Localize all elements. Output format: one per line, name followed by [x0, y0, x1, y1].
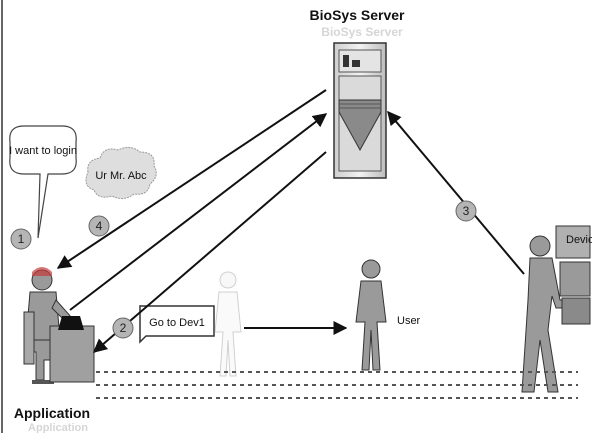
- desk-icon: [50, 316, 94, 382]
- application-label: Application: [14, 405, 90, 421]
- arrow-application-to-server: [70, 114, 326, 310]
- arrows: [58, 90, 524, 352]
- arrow-device-to-server: [388, 112, 524, 274]
- server-tower-icon: [334, 43, 386, 178]
- step-badge-3-text: 3: [463, 204, 470, 218]
- ghost-user-icon: [215, 272, 241, 376]
- step-badge-3: 3: [456, 201, 476, 221]
- login-bubble-text: I want to login: [9, 145, 77, 157]
- step-badge-1-text: 1: [18, 232, 25, 246]
- step-badge-1: 1: [11, 229, 31, 249]
- server-title-reflection: BioSys Server: [321, 25, 403, 39]
- device-group: Device: [522, 226, 592, 392]
- user-person-icon: [356, 260, 386, 370]
- application-label-reflection: Application: [28, 422, 88, 433]
- server-title: BioSys Server: [310, 7, 405, 23]
- step-badge-2: 2: [113, 318, 133, 338]
- device-label: Device: [566, 234, 592, 246]
- identity-bubble-text: Ur Mr. Abc: [95, 170, 147, 182]
- user-label: User: [397, 315, 421, 327]
- identity-cloud-bubble: Ur Mr. Abc: [86, 147, 156, 198]
- step-badge-2-text: 2: [120, 321, 127, 335]
- user-group: User: [356, 260, 421, 370]
- step-badge-4: 4: [89, 216, 109, 236]
- application-group: Application Application: [14, 267, 94, 433]
- instruction-box-text: Go to Dev1: [149, 317, 205, 329]
- instruction-box: Go to Dev1: [140, 306, 214, 342]
- login-speech-bubble: I want to login: [9, 126, 77, 238]
- step-badge-4-text: 4: [96, 219, 103, 233]
- floor-lines: [96, 372, 578, 398]
